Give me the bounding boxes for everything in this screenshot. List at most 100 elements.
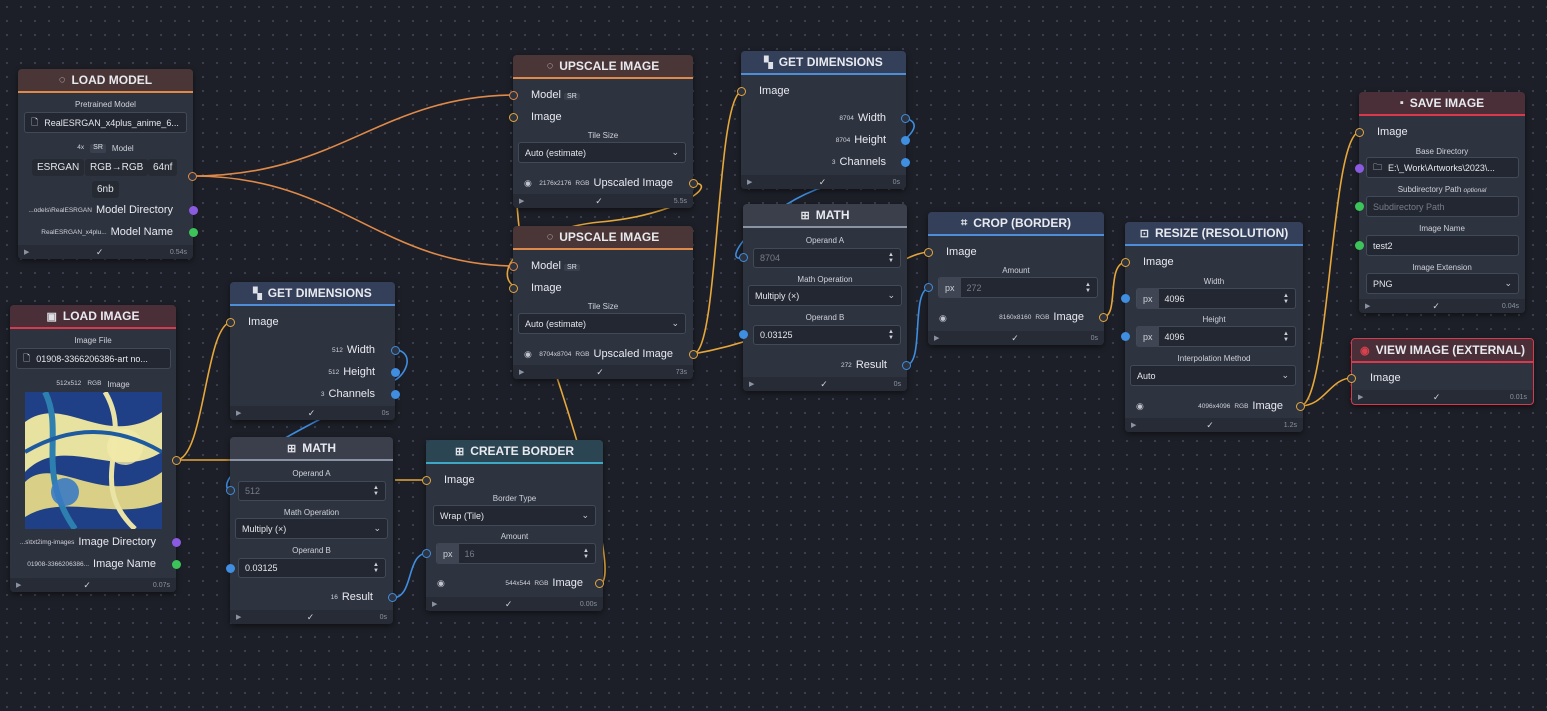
node-header[interactable]: ◌UPSCALE IMAGE (513, 226, 693, 250)
interpolation-select[interactable]: Auto⌄ (1130, 365, 1296, 386)
stepper-icon[interactable]: ▲▼ (373, 485, 379, 497)
result-port[interactable] (902, 361, 911, 370)
upscale-image-node-1[interactable]: ◌UPSCALE IMAGE Model SR Image Tile Size … (509, 55, 698, 208)
node-header[interactable]: ◌LOAD MODEL (18, 69, 193, 93)
height-port[interactable] (901, 136, 910, 145)
eye-icon[interactable]: ◉ (1136, 401, 1144, 411)
math-operation-select[interactable]: Multiply (×)⌄ (235, 518, 388, 539)
eye-icon[interactable]: ◉ (524, 178, 532, 188)
image-input-port[interactable] (226, 318, 235, 327)
width-port[interactable] (901, 114, 910, 123)
tile-size-select[interactable]: Auto (estimate)⌄ (518, 142, 686, 163)
load-model-node[interactable]: ◌LOAD MODEL Pretrained Model 🗋RealESRGAN… (18, 69, 198, 259)
operand-b-port[interactable] (226, 564, 235, 573)
stepper-icon[interactable]: ▲▼ (1085, 281, 1091, 294)
play-icon[interactable]: ▶ (1358, 394, 1364, 401)
width-port[interactable] (1121, 294, 1130, 303)
channels-port[interactable] (901, 158, 910, 167)
play-icon[interactable]: ▶ (24, 249, 30, 256)
image-output-port[interactable] (1296, 402, 1305, 411)
model-input-port[interactable] (509, 262, 518, 271)
node-header[interactable]: ▪SAVE IMAGE (1359, 92, 1525, 116)
upscale-image-node-2[interactable]: ◌UPSCALE IMAGE Model SR Image Tile Size … (509, 226, 698, 379)
node-header[interactable]: ⌗CROP (BORDER) (928, 212, 1104, 236)
image-file-input[interactable]: 🗋01908-3366206386-art no... (16, 348, 171, 369)
eye-icon[interactable]: ◉ (524, 349, 532, 359)
tile-size-select[interactable]: Auto (estimate)⌄ (518, 313, 686, 334)
image-name-port[interactable] (1355, 241, 1364, 250)
eye-icon[interactable]: ◉ (437, 578, 445, 588)
image-output-port[interactable] (1099, 313, 1108, 322)
image-input-port[interactable] (422, 476, 431, 485)
stepper-icon[interactable]: ▲▼ (888, 252, 894, 264)
image-output-port[interactable] (172, 456, 181, 465)
image-name-port[interactable] (172, 560, 181, 569)
stepper-icon[interactable]: ▲▼ (583, 547, 589, 560)
operand-a-port[interactable] (226, 486, 235, 495)
operand-a-input[interactable]: 8704▲▼ (753, 248, 901, 268)
play-icon[interactable]: ▶ (16, 582, 22, 589)
node-header[interactable]: ⊞MATH (230, 437, 393, 461)
image-output-port[interactable] (595, 579, 604, 588)
operand-b-input[interactable]: 0.03125▲▼ (238, 558, 386, 578)
image-directory-port[interactable] (172, 538, 181, 547)
operand-b-port[interactable] (739, 330, 748, 339)
model-name-port[interactable] (189, 228, 198, 237)
model-input-port[interactable] (509, 91, 518, 100)
upscaled-image-port[interactable] (689, 179, 698, 188)
stepper-icon[interactable]: ▲▼ (888, 329, 894, 341)
operand-a-input[interactable]: 512▲▼ (238, 481, 386, 501)
height-port[interactable] (1121, 332, 1130, 341)
pretrained-model-file-input[interactable]: 🗋RealESRGAN_x4plus_anime_6... (24, 112, 187, 133)
operand-a-port[interactable] (739, 253, 748, 262)
width-port[interactable] (391, 346, 400, 355)
image-input-port[interactable] (1355, 128, 1364, 137)
play-icon[interactable]: ▶ (749, 381, 755, 388)
play-icon[interactable]: ▶ (747, 179, 753, 186)
node-header[interactable]: ⊡RESIZE (RESOLUTION) (1125, 222, 1303, 246)
node-header[interactable]: ⊞CREATE BORDER (426, 440, 603, 464)
math-node-2[interactable]: ⊞MATH Operand A 8704▲▼ Math Operation Mu… (739, 204, 911, 391)
subdirectory-input[interactable]: Subdirectory Path (1366, 196, 1519, 217)
save-image-node[interactable]: ▪SAVE IMAGE Image Base Directory 🗀E:\_Wo… (1355, 92, 1525, 313)
model-output-port[interactable] (188, 172, 197, 181)
image-input-port[interactable] (509, 284, 518, 293)
play-icon[interactable]: ▶ (519, 198, 525, 205)
channels-port[interactable] (391, 390, 400, 399)
border-type-select[interactable]: Wrap (Tile)⌄ (433, 505, 596, 526)
node-header[interactable]: ⊞MATH (743, 204, 907, 228)
operand-b-input[interactable]: 0.03125▲▼ (753, 325, 901, 345)
play-icon[interactable]: ▶ (236, 410, 242, 417)
math-node-1[interactable]: ⊞MATH Operand A 512▲▼ Math Operation Mul… (226, 437, 397, 624)
model-directory-port[interactable] (189, 206, 198, 215)
play-icon[interactable]: ▶ (236, 614, 242, 621)
height-port[interactable] (391, 368, 400, 377)
stepper-icon[interactable]: ▲▼ (373, 562, 379, 574)
image-input-port[interactable] (509, 113, 518, 122)
play-icon[interactable]: ▶ (1131, 422, 1137, 429)
math-operation-select[interactable]: Multiply (×)⌄ (748, 285, 902, 306)
view-image-node[interactable]: ◉VIEW IMAGE (EXTERNAL) Image ▶✓0.01s (1347, 338, 1534, 405)
create-border-node[interactable]: ⊞CREATE BORDER Image Border Type Wrap (T… (422, 440, 604, 611)
result-port[interactable] (388, 593, 397, 602)
subdirectory-port[interactable] (1355, 202, 1364, 211)
node-header[interactable]: ◉VIEW IMAGE (EXTERNAL) (1352, 339, 1533, 363)
play-icon[interactable]: ▶ (1365, 303, 1371, 310)
amount-port[interactable] (924, 283, 933, 292)
play-icon[interactable]: ▶ (934, 335, 940, 342)
base-directory-input[interactable]: 🗀E:\_Work\Artworks\2023\... (1366, 157, 1519, 178)
node-header[interactable]: ▣LOAD IMAGE (10, 305, 176, 329)
play-icon[interactable]: ▶ (519, 369, 525, 376)
image-extension-select[interactable]: PNG⌄ (1366, 273, 1519, 294)
amount-port[interactable] (422, 549, 431, 558)
stepper-icon[interactable]: ▲▼ (1283, 292, 1289, 305)
stepper-icon[interactable]: ▲▼ (1283, 330, 1289, 343)
eye-icon[interactable]: ◉ (939, 313, 947, 323)
